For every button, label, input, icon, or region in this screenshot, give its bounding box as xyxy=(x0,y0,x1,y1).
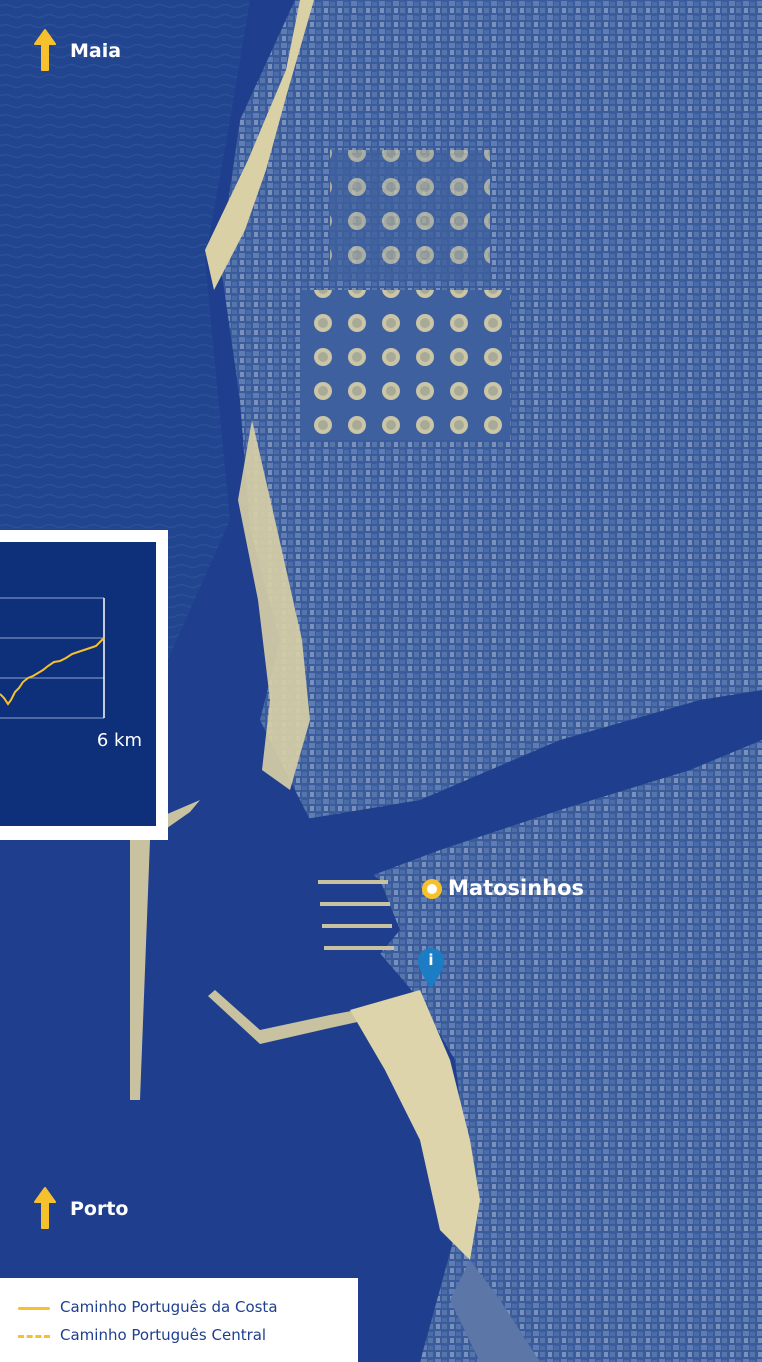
legend-label: Caminho Português Central xyxy=(60,1326,267,1344)
legend-solid-line-icon xyxy=(18,1307,50,1310)
legend-label: Caminho Português da Costa xyxy=(60,1298,278,1316)
arrow-up-icon xyxy=(34,29,56,71)
arrow-up-icon xyxy=(34,1187,56,1229)
place-label-matosinhos: Matosinhos xyxy=(448,876,585,900)
info-pin[interactable]: i xyxy=(416,946,446,990)
legend-item-central: Caminho Português Central xyxy=(18,1326,348,1348)
elevation-profile-card: 6 km xyxy=(0,530,168,840)
map-legend: Caminho Português da Costa Caminho Portu… xyxy=(0,1278,358,1362)
map-pin-icon xyxy=(418,948,444,988)
profile-distance-label: 6 km xyxy=(96,730,142,751)
place-label-porto: Porto xyxy=(70,1198,129,1220)
info-icon: i xyxy=(428,951,434,969)
location-dot-icon xyxy=(422,879,442,899)
legend-dashed-line-icon xyxy=(18,1335,50,1338)
elevation-profile-line xyxy=(0,637,105,706)
elevation-profile-panel: 6 km xyxy=(0,542,156,826)
elevation-profile-chart xyxy=(0,597,105,719)
place-label-maia: Maia xyxy=(70,40,122,62)
legend-item-costa: Caminho Português da Costa xyxy=(18,1298,348,1320)
